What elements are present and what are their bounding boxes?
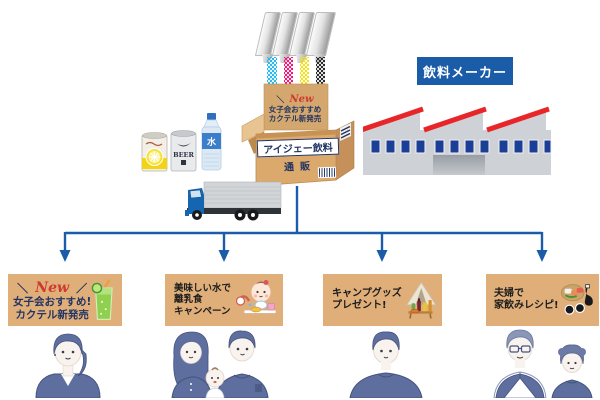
shipping-mark-label [340, 123, 351, 141]
box-flap-printed-promo: ＼ New 女子会おすすめ カクテル新発売 [266, 88, 324, 128]
flap-promo-line-2: カクテル新発売 [268, 114, 322, 124]
promo-card-4-text: 夫婦で 家飲みレシピ! [491, 288, 559, 312]
promo-line: カクテル新発売 [15, 308, 89, 321]
ink-stream-magenta [284, 57, 293, 95]
promo-line: 女子会おすすめ! [13, 295, 92, 308]
promo-line: キャンペーン [174, 305, 231, 317]
water-bottle-icon: 水 [201, 113, 222, 171]
badge-slash-right: ／ [76, 281, 88, 295]
delivery-truck-icon [185, 181, 282, 221]
promo-card-camping: キャンプグッズ プレゼント! [323, 274, 442, 326]
ink-stream-yellow [300, 57, 309, 93]
promo-line: 美味しい水で [174, 282, 232, 294]
promo-line: 離乳食 [174, 294, 203, 306]
box-brand-text: アイジェー飲料 [263, 142, 333, 157]
promo-line: 夫婦で [494, 287, 524, 299]
promo-line: キャンプグッズ [332, 287, 402, 299]
family-with-baby-illustration [171, 330, 269, 398]
promo-card-home-drinking: 夫婦で 家飲みレシピ! [486, 274, 599, 326]
factory-label: 飲料メーカー [417, 57, 513, 85]
ink-stream-cyan [267, 57, 277, 99]
glasses-icon [509, 345, 531, 353]
baby-weaning-icon [236, 280, 277, 314]
beer-can-icon: BEER [170, 130, 197, 172]
flap-slash: ＼ [276, 95, 285, 104]
beer-can-label: BEER [173, 151, 194, 159]
ink-stream-black [316, 57, 325, 98]
young-woman-illustration [35, 333, 101, 398]
lemon-sour-can-icon [141, 132, 168, 172]
promo-line: 家飲みレシピ! [494, 300, 559, 311]
promo-card-cocktail: ＼ New ／ 女子会おすすめ! カクテル新発売 [8, 274, 122, 326]
promo-card-2-text: 美味しい水で 離乳食 キャンペーン [170, 283, 236, 318]
promo-card-baby-food: 美味しい水で 離乳食 キャンペーン [165, 274, 283, 326]
barcode [317, 166, 337, 179]
promo-line: プレゼント! [332, 300, 387, 311]
water-bottle-label: 水 [207, 136, 217, 148]
senior-couple-illustration [493, 329, 593, 398]
camping-goods-icon [405, 281, 437, 319]
new-badge: ＼ New ／ [13, 279, 91, 295]
promo-card-3-text: キャンプグッズ プレゼント! [328, 288, 402, 312]
promo-card-1-text: ＼ New ／ 女子会おすすめ! カクテル新発売 [13, 279, 91, 322]
sake-sashimi-icon [560, 284, 593, 315]
factory-label-text: 飲料メーカー [422, 65, 507, 81]
cocktail-icon [91, 279, 113, 320]
young-man-illustration [349, 331, 423, 398]
box-brand-label: アイジェー飲料 [256, 137, 340, 158]
flap-new-text: New [289, 94, 314, 105]
badge-slash-left: ＼ [17, 281, 29, 295]
beverage-products: BEER 水 [141, 113, 222, 172]
badge-new-text: New [35, 279, 70, 296]
flap-promo-line-1: 女子会おすすめ [268, 105, 322, 115]
factory-icon [363, 106, 552, 175]
